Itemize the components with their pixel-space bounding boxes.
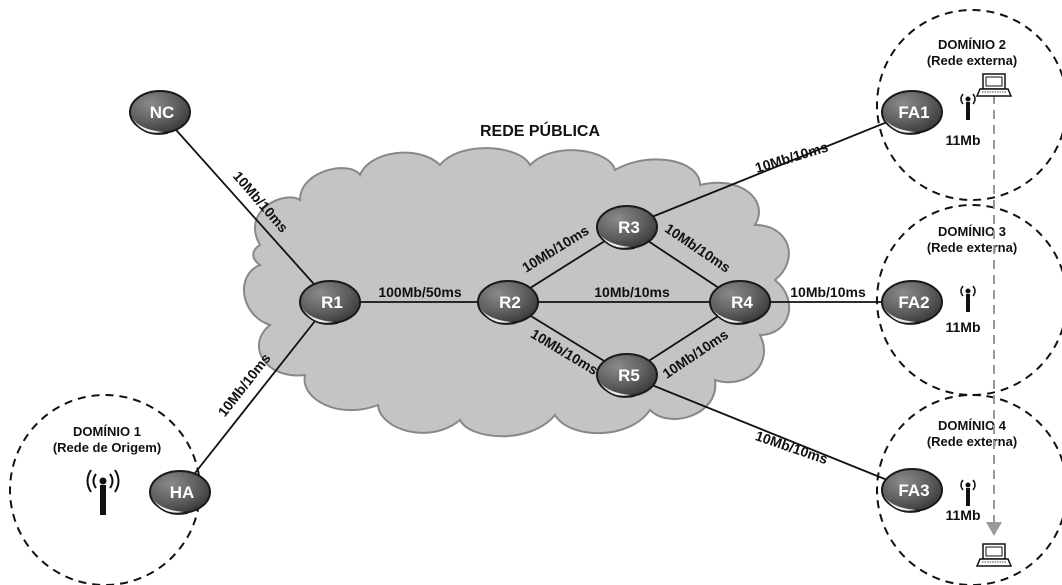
node-fa1: FA1 bbox=[881, 90, 943, 136]
node-label-r5: R5 bbox=[618, 366, 640, 385]
node-fa3: FA3 bbox=[881, 468, 943, 514]
link-label-r5-fa3: 10Mb/10ms bbox=[753, 427, 830, 467]
link-label-r2-r4: 10Mb/10ms bbox=[594, 284, 670, 300]
link-r3-fa1 bbox=[626, 111, 913, 228]
antenna-icon bbox=[960, 479, 976, 507]
node-r2: R2 bbox=[477, 280, 539, 326]
node-label-fa3: FA3 bbox=[898, 481, 929, 500]
domain-3-circle bbox=[876, 204, 1062, 396]
node-nc: NC bbox=[129, 90, 191, 136]
domain-2-label: DOMÍNIO 2 bbox=[938, 37, 1006, 52]
antenna-icon bbox=[86, 469, 120, 515]
antenna-icon bbox=[960, 285, 976, 313]
link-label-r3-fa1: 10Mb/10ms bbox=[753, 138, 830, 175]
node-label-r1: R1 bbox=[321, 293, 343, 312]
node-label-r3: R3 bbox=[618, 218, 640, 237]
wireless-speed-fa2: 11Mb bbox=[945, 319, 980, 335]
domain-3-sublabel: (Rede externa) bbox=[927, 240, 1017, 255]
wireless-speed-fa1: 11Mb bbox=[945, 132, 980, 148]
node-label-r4: R4 bbox=[731, 293, 753, 312]
node-label-nc: NC bbox=[150, 103, 175, 122]
domain-4-label: DOMÍNIO 4 bbox=[938, 418, 1007, 433]
domain-3-label: DOMÍNIO 3 bbox=[938, 224, 1006, 239]
link-label-r4-fa2: 10Mb/10ms bbox=[790, 284, 866, 300]
node-ha: HA bbox=[149, 470, 211, 516]
node-r4: R4 bbox=[709, 280, 771, 326]
node-label-ha: HA bbox=[170, 483, 195, 502]
domain-1-sublabel: (Rede de Origem) bbox=[53, 440, 161, 455]
domain-4-sublabel: (Rede externa) bbox=[927, 434, 1017, 449]
node-label-r2: R2 bbox=[499, 293, 521, 312]
node-label-fa1: FA1 bbox=[898, 103, 929, 122]
domain-1-label: DOMÍNIO 1 bbox=[73, 424, 141, 439]
wireless-speed-fa3: 11Mb bbox=[945, 507, 980, 523]
link-ha-r1 bbox=[179, 301, 331, 493]
laptop-icon bbox=[976, 73, 1012, 97]
domain-2-circle bbox=[876, 9, 1062, 201]
link-nc-r1 bbox=[159, 111, 331, 303]
node-fa2: FA2 bbox=[881, 280, 943, 326]
public-network-title: REDE PÚBLICA bbox=[480, 121, 600, 140]
node-r1: R1 bbox=[299, 280, 361, 326]
laptop-icon bbox=[976, 543, 1012, 567]
node-r3: R3 bbox=[596, 205, 658, 251]
link-label-r1-r2: 100Mb/50ms bbox=[378, 284, 461, 300]
domain-4-circle bbox=[876, 394, 1062, 585]
node-label-fa2: FA2 bbox=[898, 293, 929, 312]
antenna-icon bbox=[960, 93, 976, 121]
domain-2-sublabel: (Rede externa) bbox=[927, 53, 1017, 68]
node-r5: R5 bbox=[596, 353, 658, 399]
link-r5-fa3 bbox=[626, 374, 913, 491]
mobility-arrowhead bbox=[986, 522, 1002, 536]
